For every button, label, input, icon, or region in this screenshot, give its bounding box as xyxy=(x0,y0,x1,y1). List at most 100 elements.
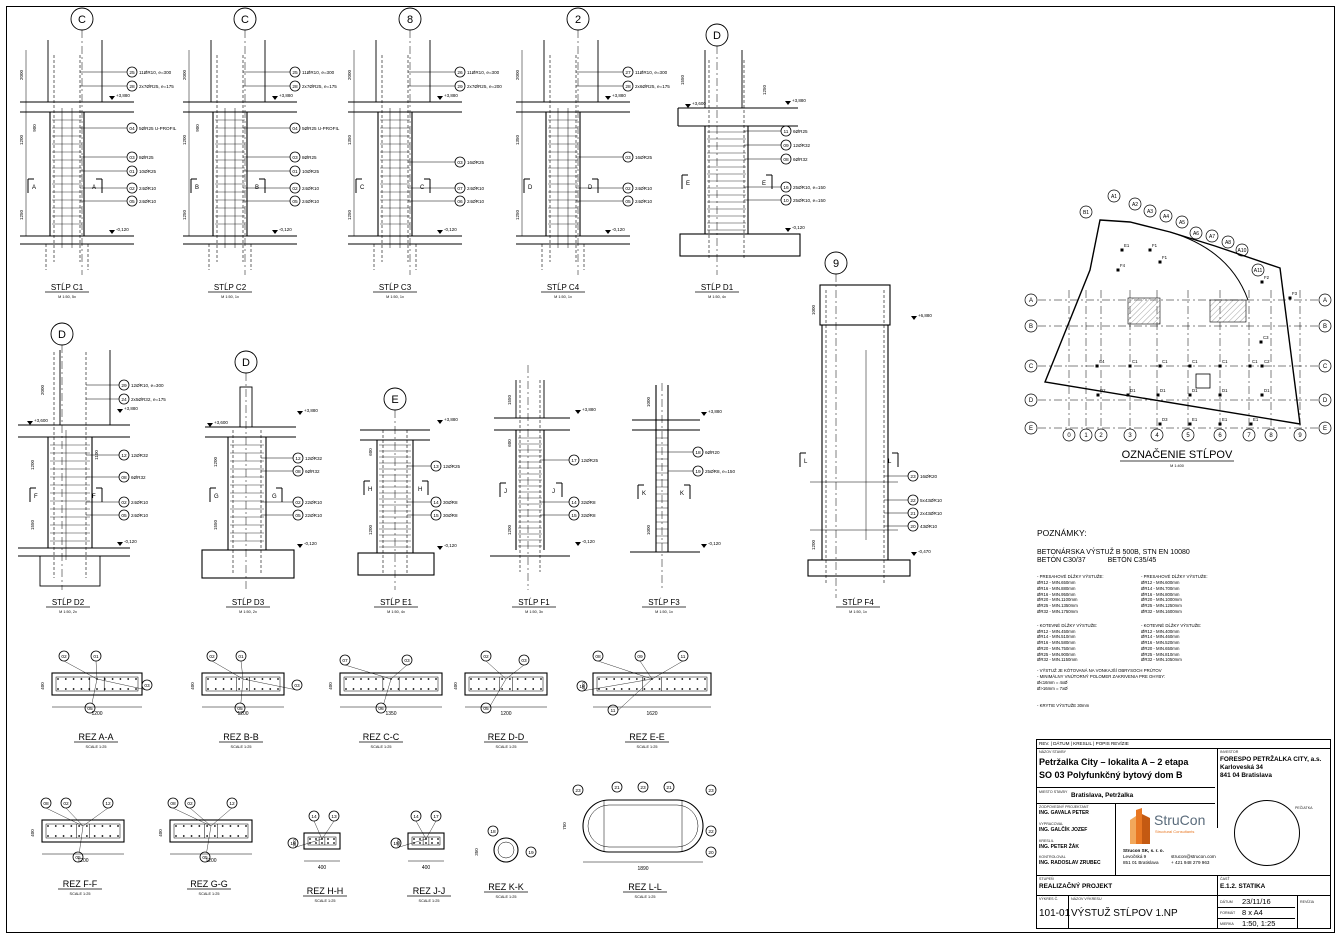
rebar-tag xyxy=(184,797,196,809)
rebar-dot xyxy=(501,688,504,690)
level-marker xyxy=(701,544,707,548)
lap-length-item: ØR32 - MIN.1750mm xyxy=(1037,608,1078,614)
plan-axis-label: C xyxy=(1323,364,1328,370)
rebar-tag-number: 20 xyxy=(910,524,916,530)
anchor-length-item: ØR14 - MIN.510mm xyxy=(1037,634,1076,640)
level-label: +3,880 xyxy=(792,98,806,103)
firm-addr1: Levočská 9 xyxy=(1123,854,1147,859)
plan-column-mark xyxy=(1158,422,1162,426)
rebar-dot xyxy=(190,825,193,827)
rebar-tag xyxy=(907,507,919,519)
anchor-length-item: ØR12 - MIN.450mm xyxy=(1037,628,1076,634)
rebar-tag-number: 08 xyxy=(121,475,127,481)
rebar-dot xyxy=(375,688,377,690)
elevation-title: STĹP C4 xyxy=(547,283,580,292)
rebar-label: 32ØR8 xyxy=(581,500,596,505)
section-cut-letter: F xyxy=(92,494,96,500)
rebar-tag-number: 05 xyxy=(87,706,93,712)
rebar-tag xyxy=(705,784,717,796)
plan-axis-bubble xyxy=(1024,293,1038,307)
scale-value: 1:50, 1:25 xyxy=(1242,919,1276,928)
lap-length-item: ØR12 - MIN.600mm xyxy=(1141,579,1180,585)
rebar-label: 2x7ØR25, e=175 xyxy=(302,84,337,89)
plan-axis-label: A1 xyxy=(1111,194,1117,200)
rebar-tag-number: 02 xyxy=(121,500,127,506)
rebar-tag xyxy=(60,797,72,809)
rebar-dot xyxy=(213,825,216,827)
rebar-tag-number: 14 xyxy=(571,500,577,506)
rebar-dot xyxy=(360,688,362,690)
rebar-tag xyxy=(289,151,301,163)
rebar-dot xyxy=(360,678,362,680)
leader-line xyxy=(210,807,233,827)
plan-axis-bubble xyxy=(1128,197,1142,211)
section-width: 1200 xyxy=(237,711,248,717)
rebar-dot xyxy=(501,678,504,680)
leader-line xyxy=(390,664,408,680)
rebar-dot xyxy=(524,678,527,680)
rebar-dot xyxy=(643,688,646,690)
plan-axis-bubble xyxy=(1079,205,1093,219)
rebar-tag xyxy=(454,195,466,207)
leader-line xyxy=(189,807,212,827)
rebar-dot xyxy=(412,688,415,690)
logo-sub: Structural Consultants xyxy=(1155,829,1195,834)
checked-value: ING. RADOSLAV ZRUBEC xyxy=(1039,860,1101,866)
rebar-dot xyxy=(117,835,119,837)
plan-column-mark xyxy=(1260,393,1264,397)
dim-low: 1550 xyxy=(213,519,218,530)
plan-axis-bubble xyxy=(1143,204,1157,218)
rebar-tag-number: 08 xyxy=(295,469,301,475)
leader-line xyxy=(95,660,98,680)
rebar-dot xyxy=(315,842,317,844)
rebar-tag-number: 17 xyxy=(571,458,577,464)
plan-column-label: D1 xyxy=(1264,388,1270,393)
elevation-title: STĹP C3 xyxy=(379,283,412,292)
rebar-dot xyxy=(413,838,415,840)
level-label: -0,120 xyxy=(444,543,457,548)
plan-axis-label: A xyxy=(1323,298,1327,304)
anchor-length-item: ØR16 - MIN.520mm xyxy=(1141,640,1180,646)
plan-axis-bubble xyxy=(1213,428,1227,442)
plan-axis-label: A7 xyxy=(1209,234,1215,240)
rebar-dot xyxy=(427,688,430,690)
elevation-scale: M 1:50, 4x xyxy=(387,610,405,614)
level-label: -0,120 xyxy=(124,539,137,544)
dim-top: 600 xyxy=(368,448,373,456)
section-stirrup xyxy=(596,676,708,692)
rebar-tag-number: 01 xyxy=(93,654,99,660)
rebar-tag xyxy=(291,679,303,691)
scale-label: MIERKA xyxy=(1220,922,1234,926)
rebar-dot xyxy=(238,678,241,680)
rebar-label: 6ØR25 xyxy=(793,129,808,134)
dim-top: 1550 xyxy=(680,74,685,85)
plan-column-label: C1 xyxy=(1252,359,1258,364)
section-title: REZ B-B xyxy=(223,732,259,742)
plan-column-label: C1 xyxy=(1222,359,1228,364)
site-value: Bratislava, Petržalka xyxy=(1071,792,1134,799)
rebar-tag xyxy=(126,122,138,134)
plan-axis-label: 4 xyxy=(1155,433,1159,439)
plan-axis-label: A5 xyxy=(1179,220,1185,226)
rebar-dot xyxy=(237,825,240,827)
plan-axis-label: A2 xyxy=(1132,202,1138,208)
level-marker xyxy=(575,410,581,414)
rebar-tag-number: 02 xyxy=(625,186,631,192)
section-scale: SCALE 1:25 xyxy=(70,892,91,896)
rebar-label: 8ØR25 xyxy=(302,155,317,160)
leader-line xyxy=(344,664,392,680)
section-stirrup xyxy=(468,676,544,692)
level-label: +3,880 xyxy=(612,93,626,98)
plan-axis-label: A6 xyxy=(1193,231,1199,237)
rebar-dot xyxy=(532,678,535,680)
rebar-dot xyxy=(333,842,335,844)
rebar-label: 12ØR25 xyxy=(581,458,599,463)
dim-top: 1000 xyxy=(646,396,651,407)
rebar-tag-number: 28 xyxy=(292,84,298,90)
plan-axis-label: 7 xyxy=(1247,433,1251,439)
rebar-label: 22ØR10 xyxy=(305,500,323,505)
rebar-dot xyxy=(78,825,81,827)
rebar-label: 30ØR8 xyxy=(443,500,458,505)
rebar-tag xyxy=(40,797,52,809)
